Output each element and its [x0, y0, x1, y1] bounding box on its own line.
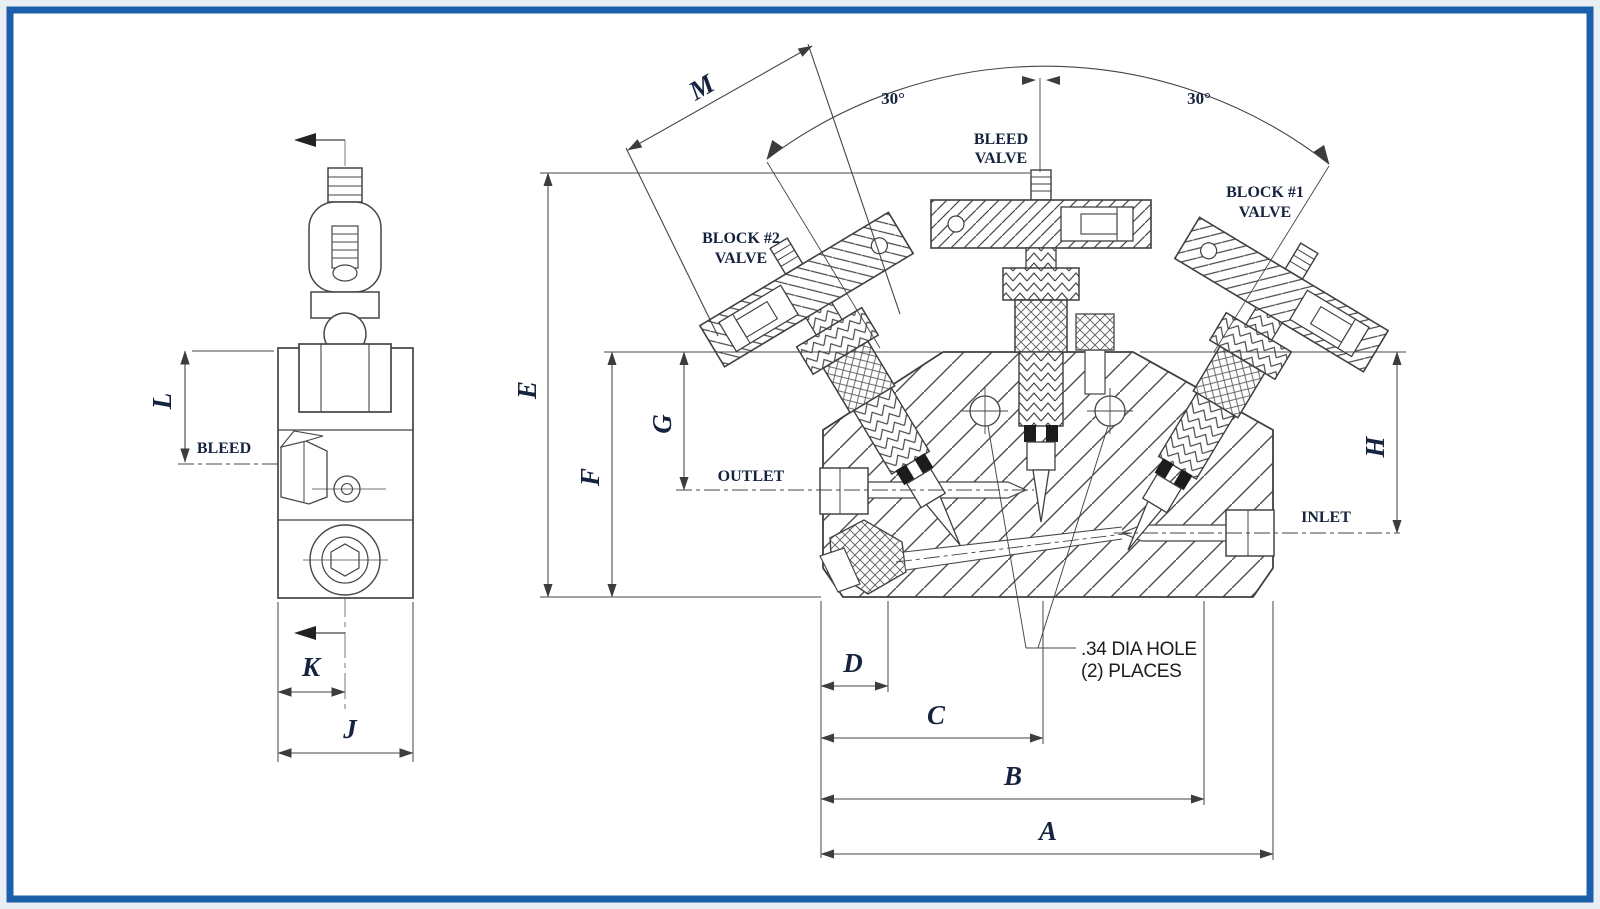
dim-F	[604, 351, 941, 598]
dim-label-F: F	[575, 468, 605, 487]
dim-label-E: E	[512, 381, 542, 400]
internal-channel	[895, 526, 1133, 571]
dim-label-B: B	[1003, 761, 1022, 791]
dim-label-C: C	[927, 700, 946, 730]
section-arrow-top-icon	[294, 133, 316, 147]
top-stud	[1075, 313, 1115, 395]
dim-label-D: D	[842, 648, 863, 678]
angle-label-left: 30°	[881, 89, 905, 108]
outlet-label: OUTLET	[718, 468, 785, 485]
dim-label-A: A	[1037, 816, 1057, 846]
bleed-valve-label-1: BLEED	[974, 131, 1028, 148]
dim-L	[180, 350, 274, 463]
angle-arc	[766, 65, 1330, 165]
drain-boss	[819, 519, 907, 595]
side-valve-assembly	[308, 167, 382, 356]
dim-H	[1140, 351, 1406, 534]
main-view	[540, 43, 1406, 860]
mounting-hole-left	[962, 388, 1008, 434]
hole-note-line2: (2) PLACES	[1081, 661, 1181, 682]
dim-E	[540, 172, 1030, 598]
angle-label-right: 30°	[1187, 89, 1211, 108]
dim-label-L: L	[147, 393, 177, 411]
dim-M	[625, 43, 901, 337]
section-arrow-bottom-icon	[294, 626, 316, 640]
hole-note-leader	[987, 425, 1109, 649]
hole-note-line1: .34 DIA HOLE	[1081, 639, 1197, 660]
mounting-hole-right	[1087, 388, 1133, 434]
side-bleed-fitting	[279, 430, 328, 505]
block1-valve-label-1: BLOCK #1	[1226, 184, 1304, 201]
dim-label-G: G	[647, 414, 677, 434]
dim-label-J: J	[342, 714, 358, 744]
block2-valve-label-1: BLOCK #2	[702, 230, 780, 247]
dim-label-K: K	[301, 652, 322, 682]
block2-valve-label-2: VALVE	[715, 250, 767, 267]
bleed-label: BLEED	[197, 440, 251, 457]
inlet-label: INLET	[1301, 509, 1351, 526]
outlet-port	[819, 467, 1028, 515]
bleed-valve-label-2: VALVE	[975, 150, 1027, 167]
annotations: L BLEED K J M 30° 30° E F G H D C B A BL…	[147, 68, 1390, 846]
dim-label-H: H	[1360, 436, 1390, 459]
side-view	[178, 133, 414, 762]
block1-valve-label-2: VALVE	[1239, 204, 1291, 221]
